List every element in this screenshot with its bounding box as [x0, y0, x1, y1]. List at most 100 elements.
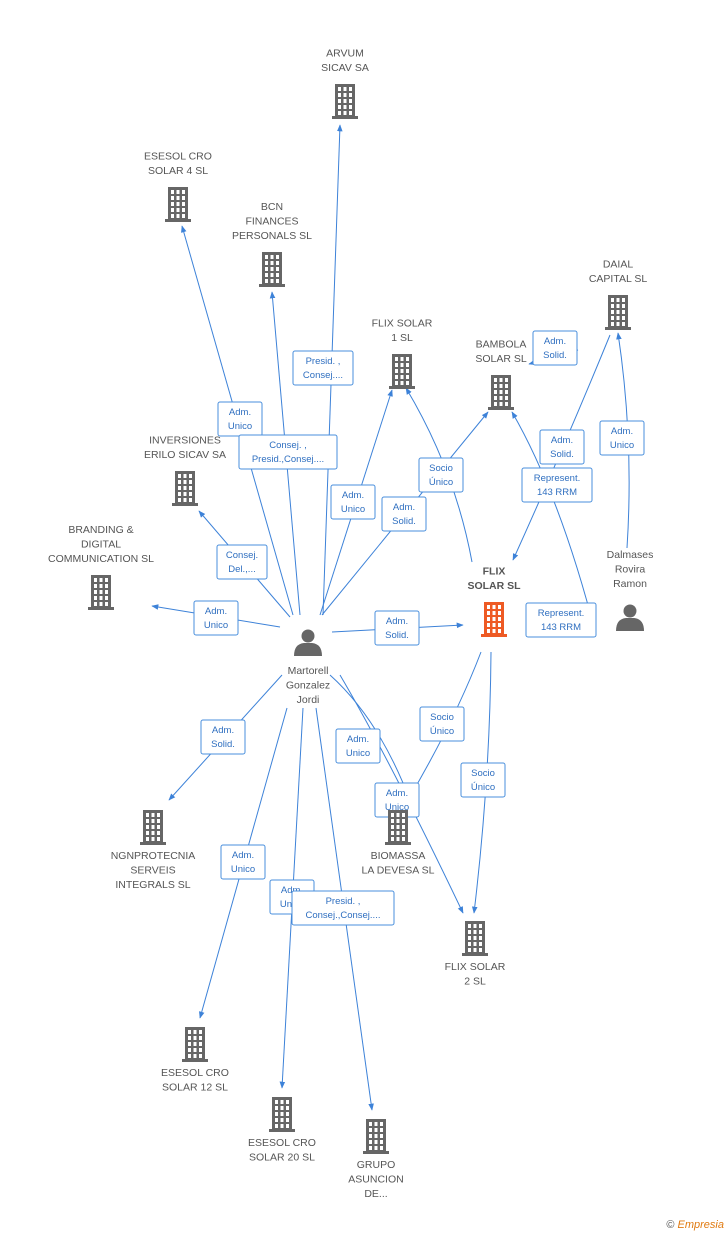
relation-label-box — [200, 719, 246, 755]
relation-label-daial-flix[interactable]: Adm. Solid. — [539, 429, 585, 465]
building-icon[interactable] — [332, 84, 358, 119]
node-flix2[interactable]: FLIX SOLAR 2 SL — [445, 921, 506, 988]
building-icon[interactable] — [88, 575, 114, 610]
node-label-inversiones: ERILO SICAV SA — [144, 449, 226, 461]
building-icon[interactable] — [605, 295, 631, 330]
relation-label-martorell-bambola[interactable]: Adm. Solid. — [381, 496, 427, 532]
relation-label-text: Único — [430, 726, 454, 737]
relation-label-text: Solid. — [392, 516, 416, 527]
relation-label-box — [460, 762, 506, 798]
relation-label-text: Consej. — [226, 550, 258, 561]
relation-label-martorell-bcn[interactable]: Consej. ,Presid.,Consej.... — [238, 434, 338, 470]
relation-label-text: Solid. — [550, 449, 574, 460]
relation-label-martorell-flix[interactable]: Adm.Solid. — [374, 610, 420, 646]
relation-label-box — [220, 844, 266, 880]
relation-label-text: Consej.,Consej.... — [306, 910, 381, 921]
building-icon[interactable] — [363, 1119, 389, 1154]
node-label-grupo: GRUPO — [357, 1159, 396, 1171]
person-icon[interactable] — [294, 629, 322, 657]
building-icon[interactable] — [172, 471, 198, 506]
relation-label-box — [539, 429, 585, 465]
relation-label-text: Adm. — [342, 490, 364, 501]
relation-label-text: Adm. — [205, 606, 227, 617]
relation-label-martorell-branding[interactable]: Adm.Unico — [193, 600, 239, 636]
node-label-dalmases: Dalmases — [607, 549, 654, 561]
building-icon[interactable] — [140, 810, 166, 845]
building-icon[interactable] — [462, 921, 488, 956]
relation-label-martorell-esesol4[interactable]: Adm.Unico — [217, 401, 263, 437]
relation-label-text: Unico — [341, 504, 365, 515]
building-icon[interactable] — [389, 354, 415, 389]
relation-label-box — [532, 330, 578, 366]
relation-label-martorell-arvum[interactable]: Presid. ,Consej.... — [292, 350, 354, 386]
node-label-dalmases: Ramon — [613, 578, 647, 590]
relation-label-box — [525, 602, 597, 638]
node-label-grupo: DE... — [364, 1188, 387, 1200]
relation-label-text: Unico — [610, 440, 634, 451]
relation-label-box — [193, 600, 239, 636]
building-icon[interactable] — [385, 810, 411, 845]
relation-label-daial-bambola[interactable]: Adm.Solid. — [532, 330, 578, 366]
node-grupo[interactable]: GRUPOASUNCIONDE... — [348, 1119, 404, 1200]
node-label-ngn: INTEGRALS SL — [115, 879, 190, 891]
relation-label-text: 143 RRM — [541, 622, 581, 633]
building-icon[interactable] — [488, 375, 514, 410]
relation-label-dalmases-bambola[interactable]: Represent.143 RRM — [521, 467, 593, 503]
relation-label-text: Unico — [346, 748, 370, 759]
relation-label-text: Presid. , — [306, 356, 341, 367]
building-icon[interactable] — [481, 602, 507, 637]
relation-label-martorell-inversiones[interactable]: Consej.Del.,... — [216, 544, 268, 580]
empresia-logo[interactable]: Empresia — [677, 1219, 724, 1231]
node-label-martorell: Jordi — [297, 694, 320, 706]
node-label-bcn: FINANCES — [245, 216, 298, 228]
relation-label-text: Presid.,Consej.... — [252, 454, 324, 465]
relation-label-martorell-biomassa[interactable]: Adm. Unico — [335, 728, 381, 764]
relation-edge-dalmases-bambola — [511, 411, 597, 636]
building-icon[interactable] — [269, 1097, 295, 1132]
node-label-flix2: 2 SL — [464, 976, 486, 988]
relation-label-martorell-esesol12[interactable]: Adm.Unico — [220, 844, 266, 880]
relation-label-martorell-grupo[interactable]: Presid. ,Consej.,Consej.... — [291, 890, 395, 926]
relation-label-text: Adm. — [386, 616, 408, 627]
node-label-esesol4: ESESOL CRO — [144, 151, 212, 163]
person-icon[interactable] — [616, 604, 644, 632]
node-label-ngn: SERVEIS — [130, 865, 175, 877]
relation-label-martorell-flix1[interactable]: Adm. Unico — [330, 484, 376, 520]
relation-label-dalmases-daial[interactable]: Adm.Unico — [599, 420, 645, 456]
relation-label-text: Adm. — [551, 435, 573, 446]
building-icon[interactable] — [165, 187, 191, 222]
relation-label-text: Unico — [385, 802, 409, 813]
relation-label-text: Único — [429, 477, 453, 488]
relation-label-box — [291, 890, 395, 926]
relation-label-text: Adm. — [347, 734, 369, 745]
copyright-symbol: © — [666, 1219, 675, 1231]
node-label-bcn: PERSONALS SL — [232, 230, 312, 242]
node-label-martorell: Gonzalez — [286, 680, 330, 692]
relation-label-martorell-ngn[interactable]: Adm.Solid. — [200, 719, 246, 755]
relation-label-text: Adm. — [393, 502, 415, 513]
node-label-flix2: FLIX SOLAR — [445, 961, 506, 973]
footer-brand: © Empresia — [666, 1219, 724, 1231]
relation-label-dalmases-flix[interactable]: Represent.143 RRM — [525, 602, 597, 638]
building-icon[interactable] — [182, 1027, 208, 1062]
relation-label-martorell-flix2[interactable]: Adm.Unico — [374, 782, 420, 818]
building-icon[interactable] — [259, 252, 285, 287]
